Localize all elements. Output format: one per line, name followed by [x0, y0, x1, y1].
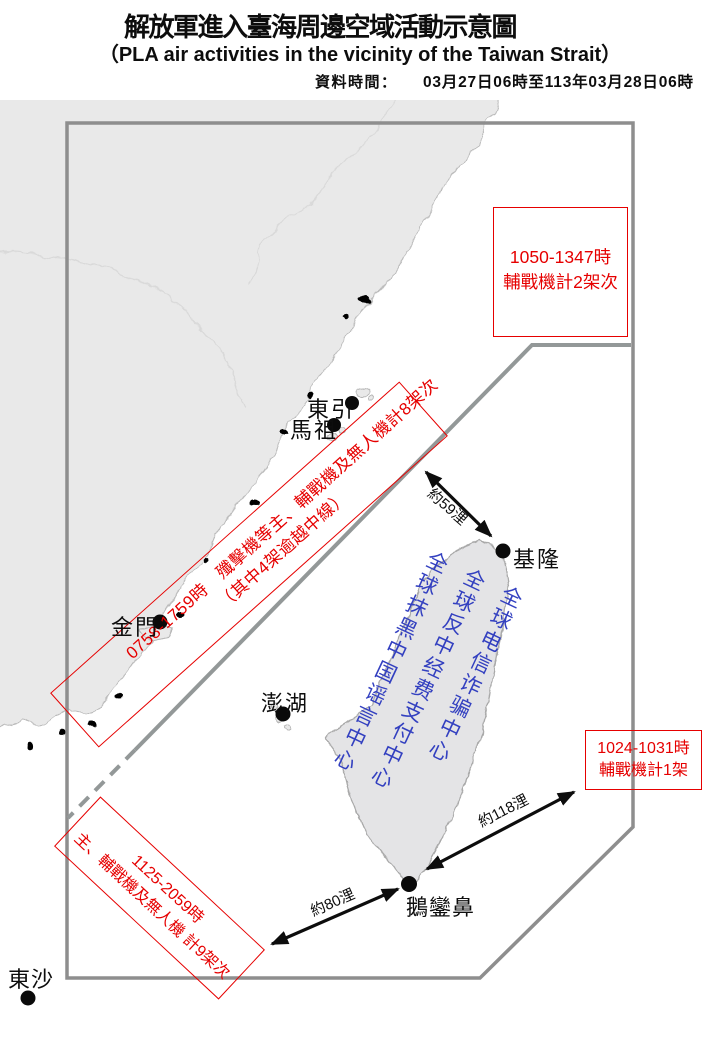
activity-box-southeast: 1024-1031時 輔戰機計1架 [585, 730, 702, 790]
distance-arrows [270, 470, 576, 946]
data-time-value: 03月27日06時至113年03月28日06時 [423, 74, 694, 91]
taiwan-island [324, 539, 509, 889]
mainland-china-landmass [0, 100, 500, 748]
eluanbi-dot [401, 876, 417, 892]
page-subtitle: （PLA air activities in the vicinity of t… [98, 44, 622, 66]
activity-box-northeast-line2: 輔戰機計2架次 [503, 272, 618, 292]
keelung-dot [495, 543, 511, 559]
adiz-boundary [65, 121, 635, 980]
matsu-dot [327, 418, 341, 432]
strait-median-line [66, 343, 631, 820]
place-label-dongsha: 東沙 [8, 967, 55, 992]
place-label-matsu: 馬祖 [290, 418, 339, 443]
activity-box-southeast-line1: 1024-1031時 [597, 740, 690, 757]
place-label-keelung: 基隆 [513, 547, 562, 572]
page-title: 解放軍進入臺海周邊空域活動示意圖 [123, 13, 518, 42]
activity-box-northeast-line1: 1050-1347時 [509, 247, 612, 267]
kinmen-dot [152, 614, 168, 630]
activity-box-southeast-line2: 輔戰機計1架 [599, 762, 688, 779]
place-label-eluanbi: 鵝鑾鼻 [406, 895, 476, 920]
place-label-penghu: 澎湖 [261, 691, 310, 716]
data-time-label: 資料時間： [315, 75, 398, 91]
dongsha-dot [20, 990, 36, 1006]
penghu-dot [275, 706, 291, 722]
activity-box-northeast: 1050-1347時 輔戰機計2架次 [493, 207, 628, 337]
place-label-dongyin: 東引 [307, 397, 356, 422]
place-label-kinmen: 金門 [111, 615, 160, 640]
place-dots [20, 396, 511, 1006]
dongyin-dot [345, 396, 359, 410]
